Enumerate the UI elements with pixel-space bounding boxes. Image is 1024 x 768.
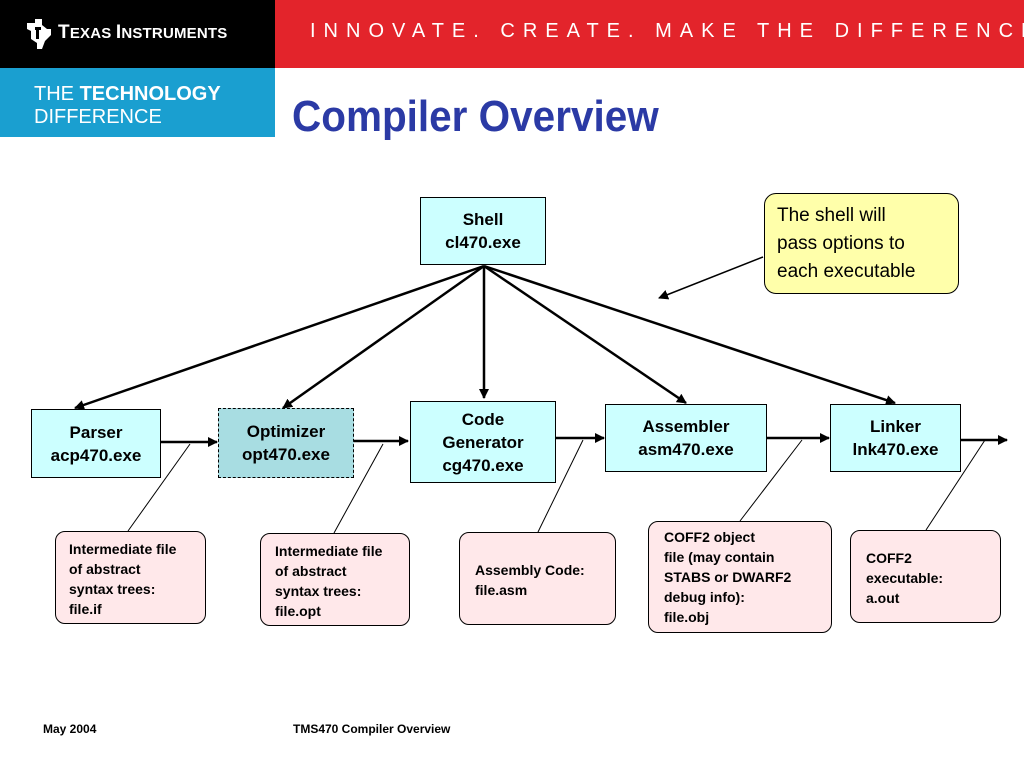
linker-label: Linker [869, 417, 922, 436]
leader-assembler-note [739, 439, 803, 522]
leader-parser-note [127, 443, 191, 532]
optimizer-output-note: Intermediate file of abstract syntax tre… [260, 533, 410, 626]
shell-callout: The shell will pass options to each exec… [764, 193, 959, 294]
leader-linker-note [925, 439, 986, 531]
leader-codegen-note [537, 439, 584, 533]
shell-label: Shell [462, 210, 504, 229]
optimizer-label: Optimizer [246, 422, 326, 441]
linker-output-note: COFF2 executable: a.out [850, 530, 1001, 623]
slide-title: Compiler Overview [292, 92, 659, 141]
parser-exe: acp470.exe [50, 445, 142, 465]
parser-output-note: Intermediate file of abstract syntax tre… [55, 531, 206, 624]
shell-box: Shell cl470.exe [420, 197, 546, 265]
linker-exe: lnk470.exe [852, 440, 939, 459]
arrow-shell-to-assembler [483, 264, 687, 405]
codegen-label-2: Generator [442, 432, 524, 452]
arrow-shell-to-optimizer [282, 264, 485, 410]
assembler-exe: asm470.exe [638, 440, 734, 459]
tagline-text: INNOVATE. CREATE. MAKE THE DIFFERENCE.™ [310, 20, 1024, 42]
ti-logo-text: TEXAS INSTRUMENTS [58, 22, 228, 43]
linker-box: Linker lnk470.exe [830, 404, 961, 472]
technology-difference-line2: DIFFERENCE [34, 106, 162, 128]
arrow-callout [658, 256, 764, 300]
ti-logo-icon [27, 19, 51, 49]
technology-difference-banner [0, 68, 275, 137]
optimizer-box: Optimizer opt470.exe [218, 408, 354, 478]
tagline-banner [275, 0, 1024, 68]
assembler-output-note: COFF2 object file (may contain STABS or … [648, 521, 832, 633]
assembler-label: Assembler [642, 417, 730, 436]
optimizer-exe: opt470.exe [242, 445, 330, 464]
codegen-label-1: Code [461, 409, 505, 429]
parser-label: Parser [69, 422, 123, 442]
codegen-output-note: Assembly Code: file.asm [459, 532, 616, 625]
technology-difference-line1: THE TECHNOLOGY [34, 83, 221, 105]
parser-box: Parser acp470.exe [31, 409, 161, 478]
codegen-box: Code Generator cg470.exe [410, 401, 556, 483]
shell-exe: cl470.exe [445, 233, 521, 252]
leader-optimizer-note [333, 443, 384, 534]
assembler-box: Assembler asm470.exe [605, 404, 767, 472]
arrow-shell-to-linker [483, 264, 896, 405]
codegen-exe: cg470.exe [442, 455, 524, 475]
footer-doc-title: TMS470 Compiler Overview [293, 722, 451, 736]
footer-date: May 2004 [43, 722, 97, 736]
arrow-shell-to-parser [74, 264, 485, 410]
